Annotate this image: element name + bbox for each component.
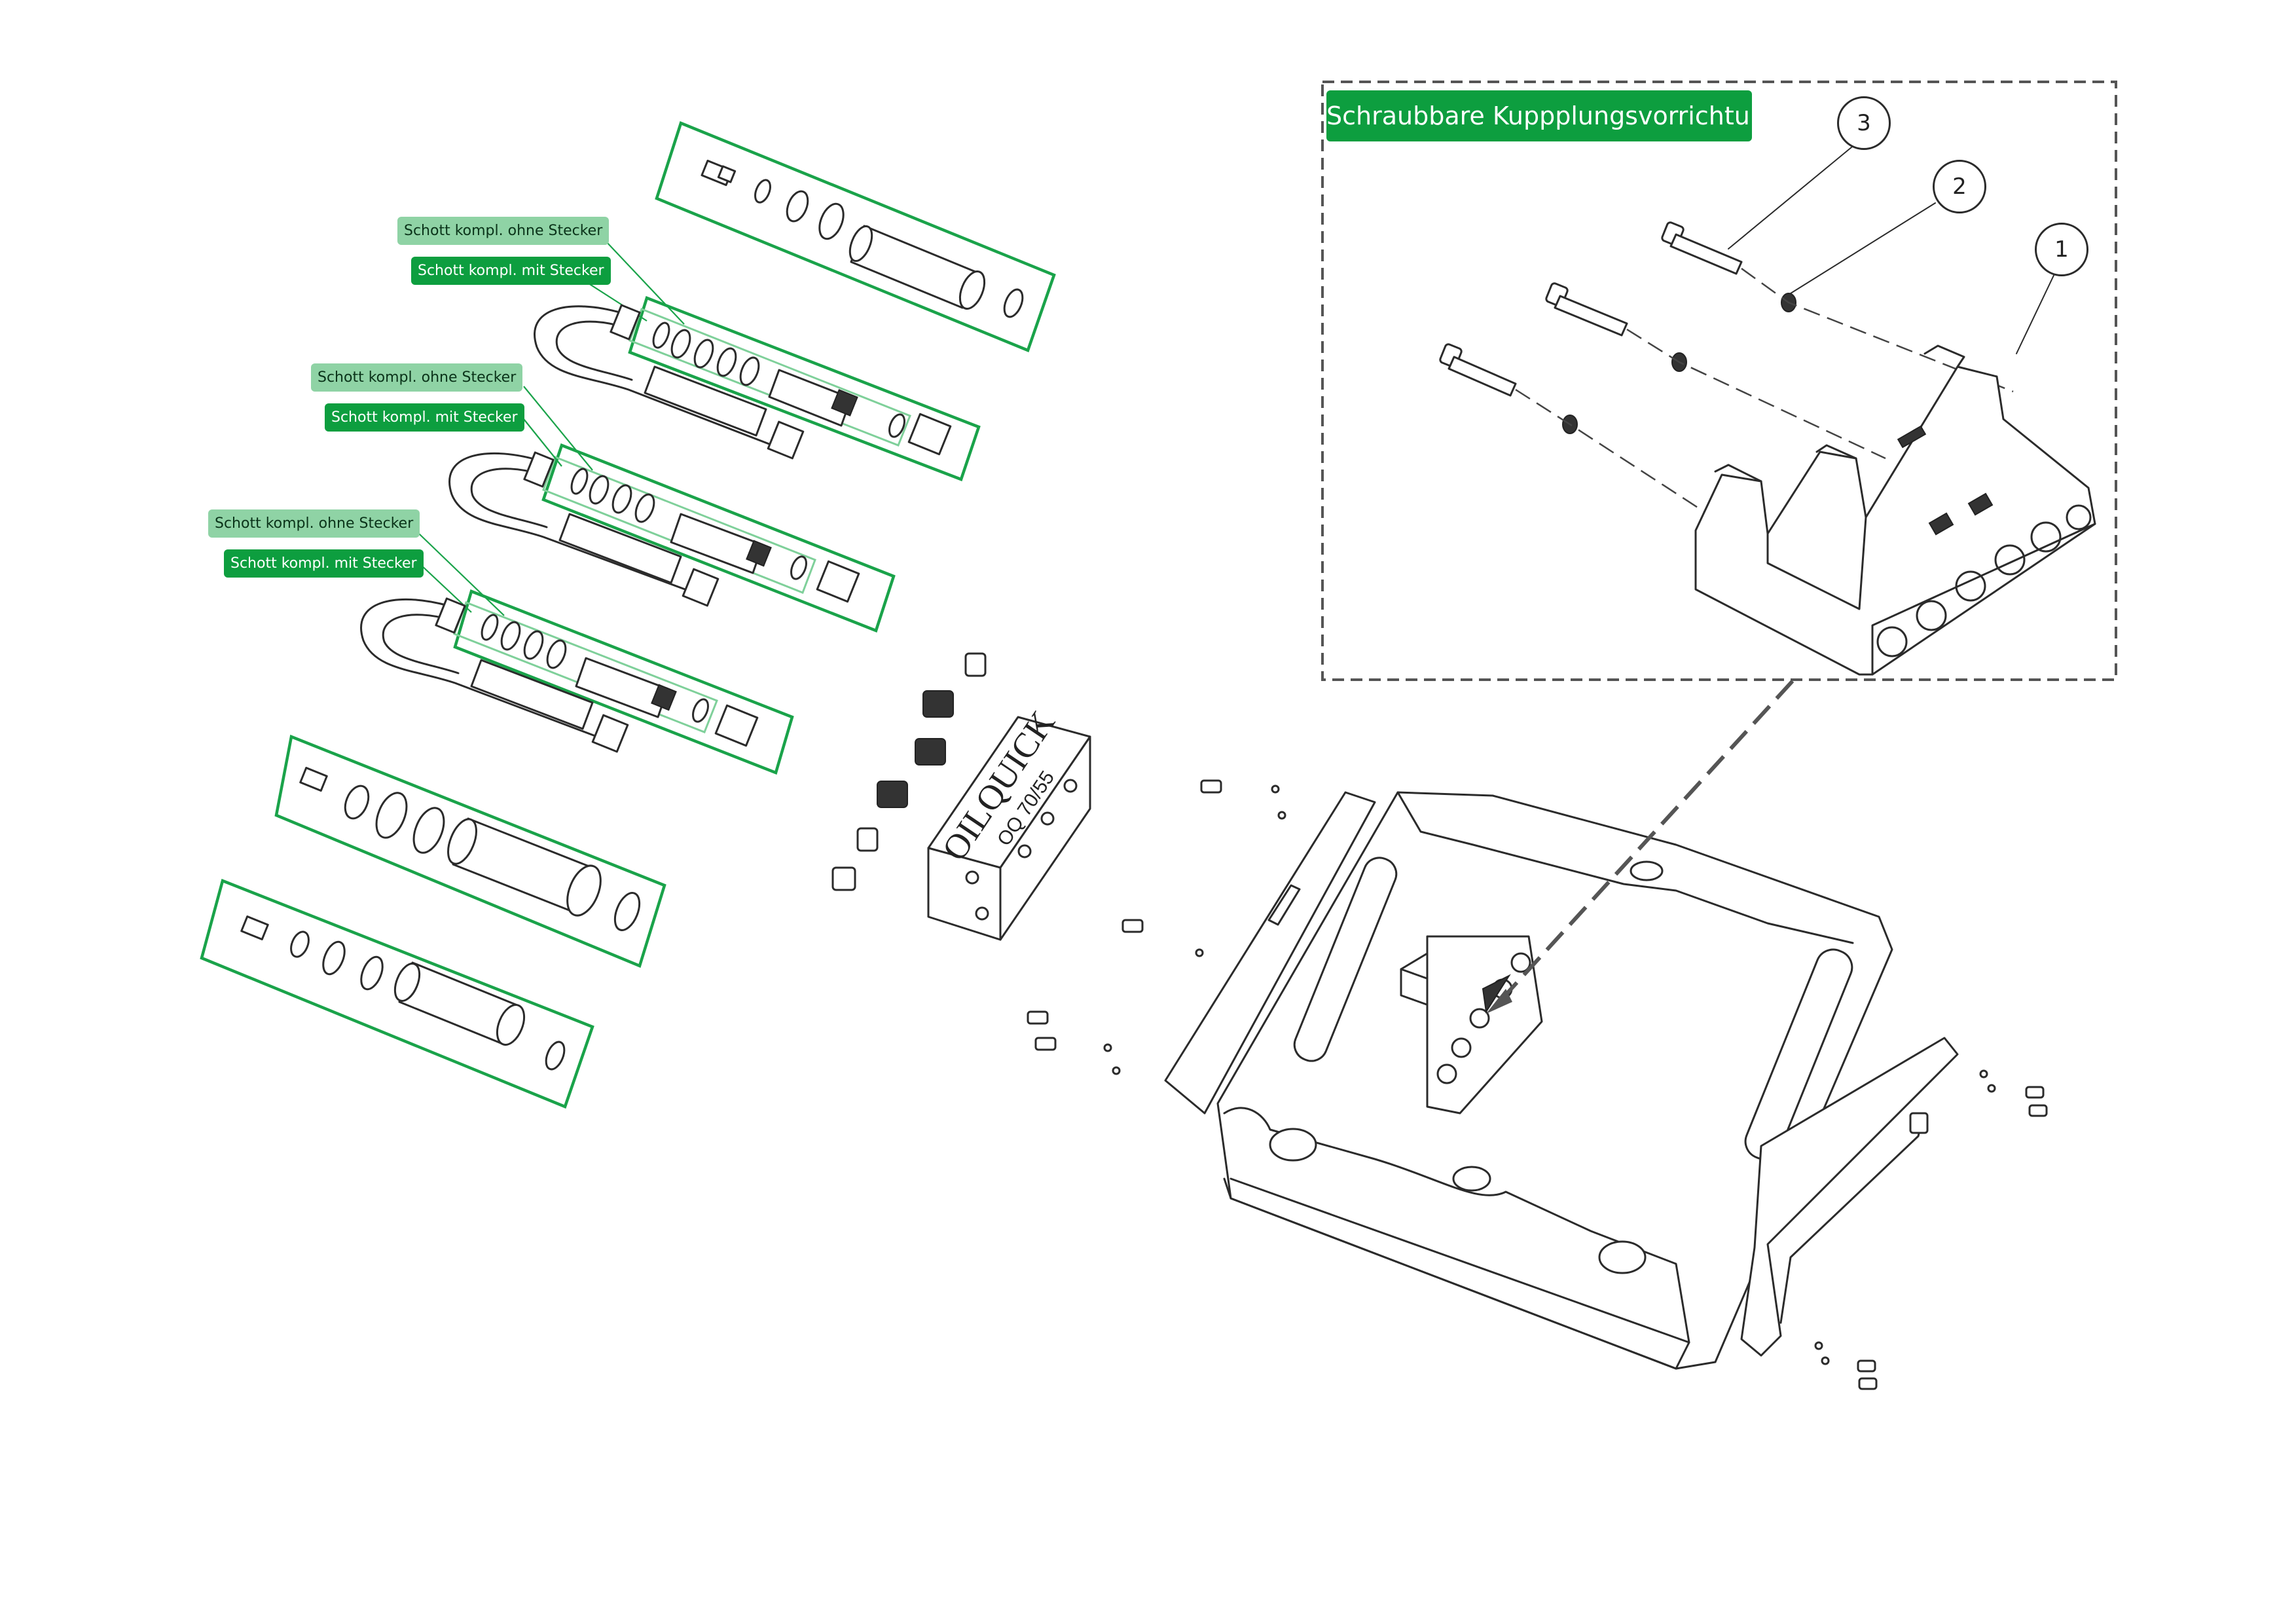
balloon-1: 1 [2035,223,2088,276]
balloon-2: 2 [1933,160,1986,213]
hose-assembly-3 [360,597,759,753]
hose-assembly-2 [448,451,860,607]
loose-screws [1027,779,2048,1390]
oilquick-block [927,716,1091,941]
label-schott-ohne-1: Schott kompl. ohne Stecker [397,217,610,245]
kit-outline-1 [628,296,981,481]
label-schott-ohne-2: Schott kompl. ohne Stecker [311,363,523,392]
kit-outline-2 [541,443,896,633]
label-schott-mit-1: Schott kompl. mit Stecker [411,257,611,285]
detail-frame [1321,81,2117,681]
detail-pointer-arrowhead [1486,989,1512,1014]
balloon-leaders [1728,143,2058,354]
detail-bolts [1439,221,2014,533]
quick-coupler-frame [1164,791,1959,1370]
kit-outline-lower-b [200,878,594,1109]
label-schott-mit-3: Schott kompl. mit Stecker [224,549,424,578]
label-schott-ohne-3: Schott kompl. ohne Stecker [208,509,420,538]
balloon-3: 3 [1837,96,1891,150]
detail-title: Schraubbare Kuppplungsvorrichtung [1326,90,1781,141]
kit-lower-b-parts [240,915,566,1071]
detail-coupling-body [1694,344,2096,676]
kit-outline-lower-a [274,734,666,969]
kit-top-parts [701,159,1024,318]
detail-pointer-line [1497,679,1795,1004]
kit-outline-top [655,121,1056,352]
label-schott-mit-2: Schott kompl. mit Stecker [325,403,524,432]
hose-assembly-1 [534,304,952,460]
coupler-fittings [831,652,987,891]
kit-lower-a-parts [299,767,641,931]
